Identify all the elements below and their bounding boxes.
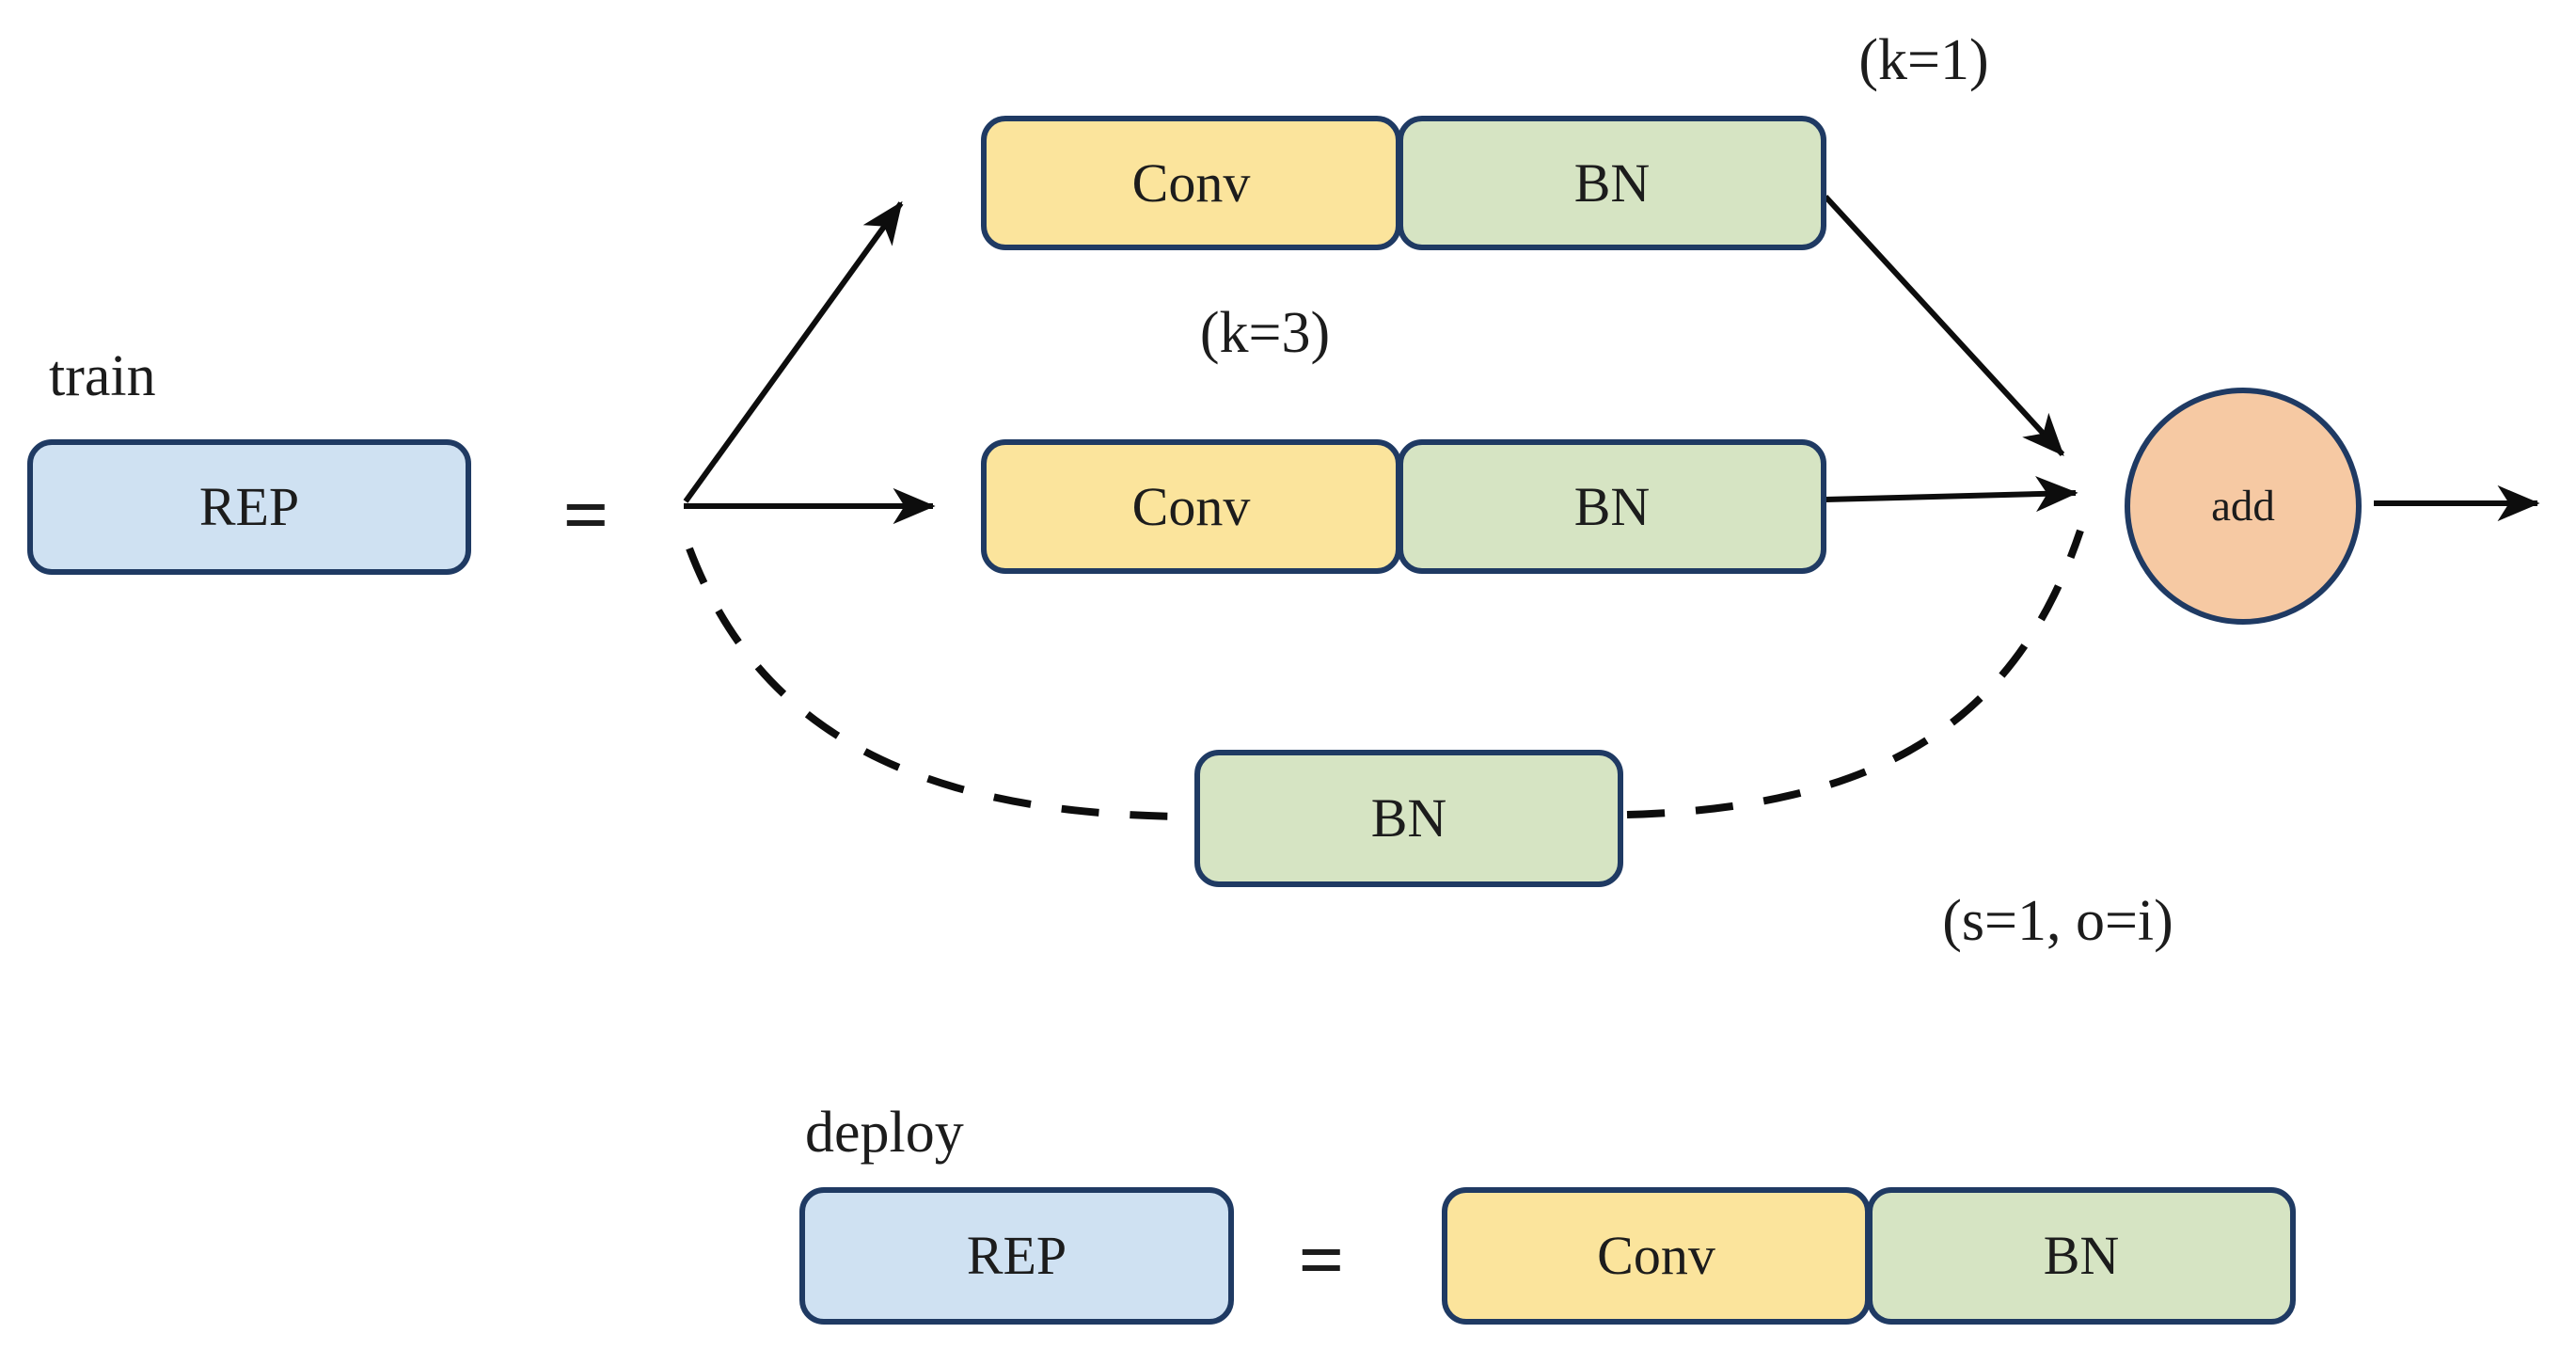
conv-deploy-box-label: Conv (1597, 1225, 1715, 1286)
k3-annotation: (k=3) (1199, 301, 1331, 365)
bn-identity-box-label: BN (1370, 787, 1447, 849)
conv-k1-box-label: Conv (1131, 151, 1251, 214)
identity-dashed-curve-right (1626, 529, 2084, 818)
deploy-section-label: deploy (805, 1101, 964, 1165)
bn-identity-box: BN (1194, 750, 1623, 887)
deploy-equals-sign: = (1298, 1214, 1345, 1305)
bn-deploy-box-label: BN (2043, 1225, 2120, 1286)
bn-k1-box: BN (1398, 116, 1826, 250)
identity-annotation: (s=1, o=i) (1942, 889, 2173, 953)
k3-branch-to-add-arrow (1825, 476, 2078, 513)
train-equals-sign: = (562, 469, 609, 560)
rep-deploy-box-label: REP (966, 1225, 1067, 1286)
bn-k1-box-label: BN (1573, 151, 1651, 214)
train-section-label: train (49, 344, 156, 408)
conv-k3-box-label: Conv (1131, 475, 1251, 537)
fork-up-arrow (683, 200, 904, 503)
bn-k3-box: BN (1398, 439, 1826, 574)
conv-deploy-box: Conv (1442, 1187, 1871, 1325)
rep-deploy-box: REP (799, 1187, 1234, 1325)
rep-train-box: REP (27, 439, 471, 575)
add-node-label: add (2211, 481, 2275, 531)
identity-dashed-curve-left (686, 547, 1189, 820)
add-node: add (2125, 388, 2362, 625)
bn-k3-box-label: BN (1573, 475, 1651, 537)
conv-k3-box: Conv (981, 439, 1401, 574)
bn-deploy-box: BN (1867, 1187, 2296, 1325)
rep-train-box-label: REP (198, 476, 300, 537)
k1-branch-to-add-arrow (1823, 194, 2065, 457)
conv-k1-box: Conv (981, 116, 1401, 250)
k1-annotation: (k=1) (1858, 28, 1989, 92)
